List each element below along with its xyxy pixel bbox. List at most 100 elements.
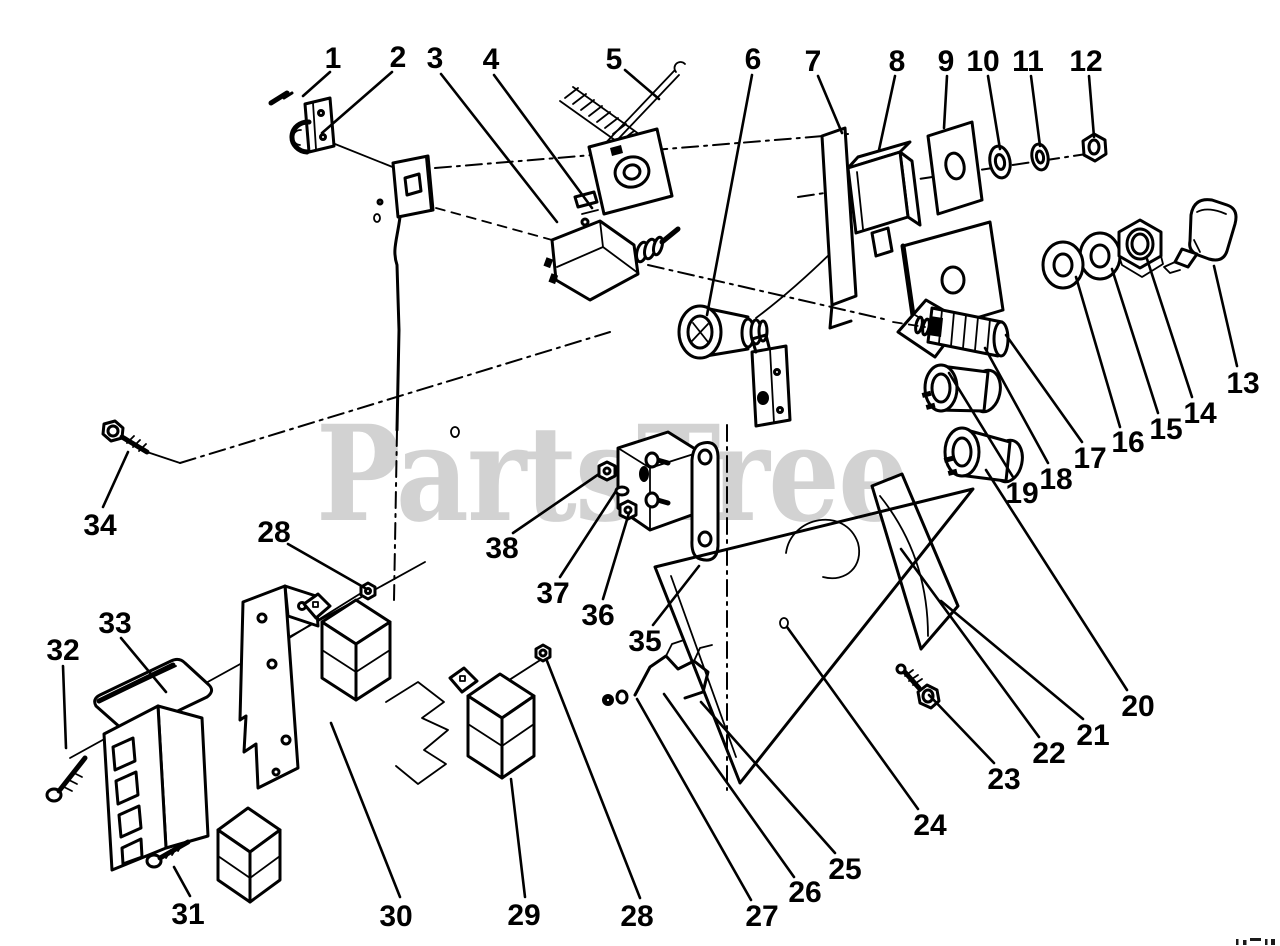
leader-line-37	[558, 489, 618, 579]
callout-29[interactable]: 29	[507, 899, 540, 932]
part-plate-7	[820, 126, 858, 330]
leader-line-14	[1145, 257, 1194, 399]
part-toggle-switch	[543, 219, 681, 302]
part-key	[1163, 198, 1238, 274]
callout-10[interactable]: 10	[966, 45, 999, 78]
callout-8[interactable]: 8	[889, 45, 906, 78]
leader-line-25	[699, 700, 837, 855]
leader-line-11	[1029, 74, 1042, 148]
leader-line-33	[119, 636, 168, 694]
leader-line-31	[172, 865, 192, 898]
part-harness-clip	[602, 639, 713, 706]
cropped-text-fragment	[1236, 938, 1275, 945]
part-hour-meter	[573, 127, 674, 227]
leader-line-23	[927, 693, 996, 765]
part-socket-19	[921, 363, 1002, 414]
callout-19[interactable]: 19	[1005, 477, 1038, 510]
leader-line-8	[877, 74, 897, 152]
leader-line-35	[651, 564, 701, 627]
leader-line-9	[942, 74, 949, 130]
leader-line-32	[61, 664, 68, 750]
callout-3[interactable]: 3	[427, 42, 444, 75]
callout-31[interactable]: 31	[171, 898, 204, 931]
callout-28b[interactable]: 28	[620, 900, 653, 933]
callout-36[interactable]: 36	[581, 599, 614, 632]
part-nut-12	[1081, 132, 1108, 163]
leader-line-7	[816, 74, 844, 135]
callout-28a[interactable]: 28	[257, 516, 290, 549]
callout-38[interactable]: 38	[485, 532, 518, 565]
callout-37[interactable]: 37	[536, 577, 569, 610]
part-pin	[268, 90, 294, 106]
callout-33[interactable]: 33	[98, 607, 131, 640]
callout-1[interactable]: 1	[325, 42, 342, 75]
callout-32[interactable]: 32	[46, 634, 79, 667]
leader-line-24	[785, 625, 920, 811]
leader-line-3	[439, 72, 559, 224]
leader-line-21	[939, 599, 1085, 721]
part-screw-32	[45, 755, 88, 803]
callout-6[interactable]: 6	[745, 43, 762, 76]
leader-line-16	[1074, 275, 1122, 429]
hole-marks	[450, 426, 460, 438]
part-plate-9	[926, 120, 984, 216]
callout-4[interactable]: 4	[483, 43, 500, 76]
callout-23[interactable]: 23	[987, 763, 1020, 796]
callout-35[interactable]: 35	[628, 625, 661, 658]
part-socket-20	[943, 426, 1024, 484]
leader-line-34	[101, 450, 130, 509]
callout-2[interactable]: 2	[390, 41, 407, 74]
leader-line-6	[705, 73, 754, 317]
callout-14[interactable]: 14	[1183, 397, 1217, 430]
leader-line-28b	[545, 659, 642, 900]
callout-7[interactable]: 7	[805, 45, 822, 78]
callout-18[interactable]: 18	[1039, 463, 1072, 496]
callout-26[interactable]: 26	[788, 876, 821, 909]
leader-line-15	[1110, 267, 1160, 415]
callout-9[interactable]: 9	[938, 45, 955, 78]
callout-12[interactable]: 12	[1069, 45, 1102, 78]
part-bolt-34	[101, 419, 150, 455]
callout-24[interactable]: 24	[913, 809, 947, 842]
callout-25[interactable]: 25	[828, 853, 861, 886]
leader-line-28a	[286, 542, 367, 590]
callout-15[interactable]: 15	[1149, 413, 1182, 446]
part-washer-10	[988, 144, 1012, 180]
part-mount-bracket	[238, 584, 449, 790]
leader-line-17	[1004, 333, 1084, 444]
part-ignition-switch	[892, 298, 1010, 359]
part-relay-box-2	[216, 806, 282, 904]
callout-5[interactable]: 5	[606, 43, 623, 76]
callout-16[interactable]: 16	[1111, 426, 1144, 459]
callout-11[interactable]: 11	[1012, 45, 1044, 78]
leader-line-12	[1087, 74, 1096, 139]
part-relay-box-3	[448, 643, 552, 780]
callout-22[interactable]: 22	[1032, 737, 1065, 770]
part-fuse-block	[102, 704, 210, 872]
leader-line-19	[947, 371, 1015, 479]
part-nut-14	[1117, 218, 1164, 278]
callout-27[interactable]: 27	[745, 900, 778, 933]
diagram-artwork	[45, 61, 1238, 904]
panel-corner-bracket	[373, 154, 435, 223]
callout-30[interactable]: 30	[379, 900, 412, 933]
callout-21[interactable]: 21	[1076, 719, 1109, 752]
leader-line-26	[662, 692, 796, 879]
callout-17[interactable]: 17	[1073, 442, 1106, 475]
part-triangle-panel	[653, 487, 975, 785]
leader-line-18	[983, 346, 1050, 465]
part-small-bracket	[750, 333, 792, 428]
callout-13[interactable]: 13	[1226, 367, 1259, 400]
leader-line-30	[329, 721, 402, 899]
leader-line-2	[320, 70, 394, 135]
part-fuse-cover	[93, 657, 214, 735]
leader-line-13	[1212, 264, 1239, 368]
leader-line-27	[635, 697, 753, 902]
leader-line-4	[492, 73, 594, 210]
callout-20[interactable]: 20	[1121, 690, 1154, 723]
callout-34[interactable]: 34	[83, 509, 117, 542]
part-clip-bracket	[289, 96, 336, 155]
part-relay-8	[846, 140, 922, 258]
